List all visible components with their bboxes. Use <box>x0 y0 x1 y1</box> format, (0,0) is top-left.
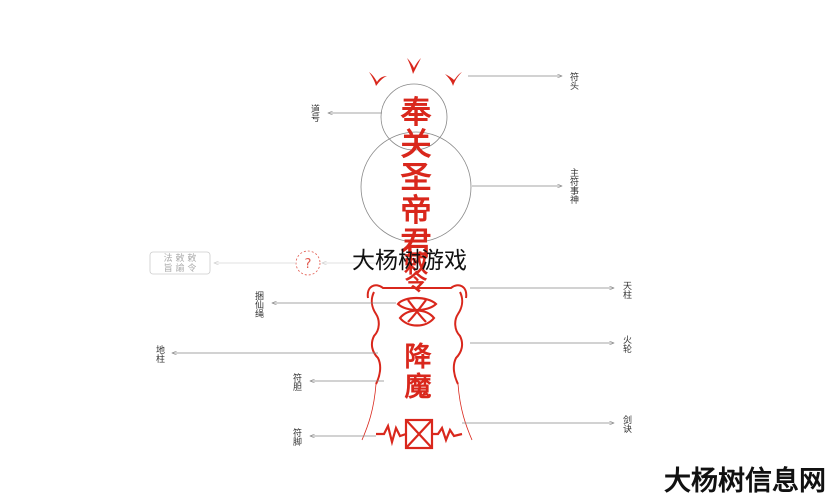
label-fu-dan: 符胆 <box>291 372 302 392</box>
label-dao-hao: 道号 <box>309 103 320 123</box>
talisman-frame <box>366 284 468 385</box>
talisman-char: 敕 <box>404 249 428 278</box>
talisman-char: 降 <box>405 342 433 373</box>
fu-tou-marks <box>369 58 462 86</box>
label-zhu-fu-shi-shen: 主符事神 <box>568 167 579 205</box>
label-huo-lun: 火轮 <box>621 335 632 353</box>
overlay-watermark: 大杨树游戏 <box>352 248 467 274</box>
fa-chi-ling-line-b: 旨 諭 令 <box>164 262 197 274</box>
large-circle <box>360 131 472 243</box>
talisman-char: 魔 <box>405 372 432 403</box>
fa-chi-ling-line-a: 法 敕 敕 <box>164 252 197 264</box>
question-mark: ? <box>305 257 312 272</box>
label-fu-jiao: 符脚 <box>291 427 302 447</box>
label-jian-jue: 剑诀 <box>621 414 632 434</box>
talisman-char: 君 <box>401 226 432 262</box>
talisman-char: 关 <box>401 127 432 163</box>
talisman-char: 令 <box>405 270 428 296</box>
leader-lines <box>172 76 614 436</box>
label-kun-xian-sheng: 捆仙绳 <box>253 290 264 318</box>
talisman-char: 帝 <box>401 193 432 229</box>
fu-jiao-glyph <box>376 418 463 450</box>
talisman-char: 奉 <box>401 95 433 131</box>
pillar-lines <box>361 383 473 441</box>
fa-chi-ling-box <box>149 251 211 275</box>
label-di-zhu: 地柱 <box>154 344 165 363</box>
kun-xian-sheng-knot <box>396 296 438 327</box>
small-circle <box>380 83 448 151</box>
label-tian-zhu: 天柱 <box>621 281 632 299</box>
talisman-char: 圣 <box>401 160 433 196</box>
brand-watermark: 大杨树信息网 <box>664 465 826 497</box>
label-fu-tou: 符头 <box>568 71 579 91</box>
